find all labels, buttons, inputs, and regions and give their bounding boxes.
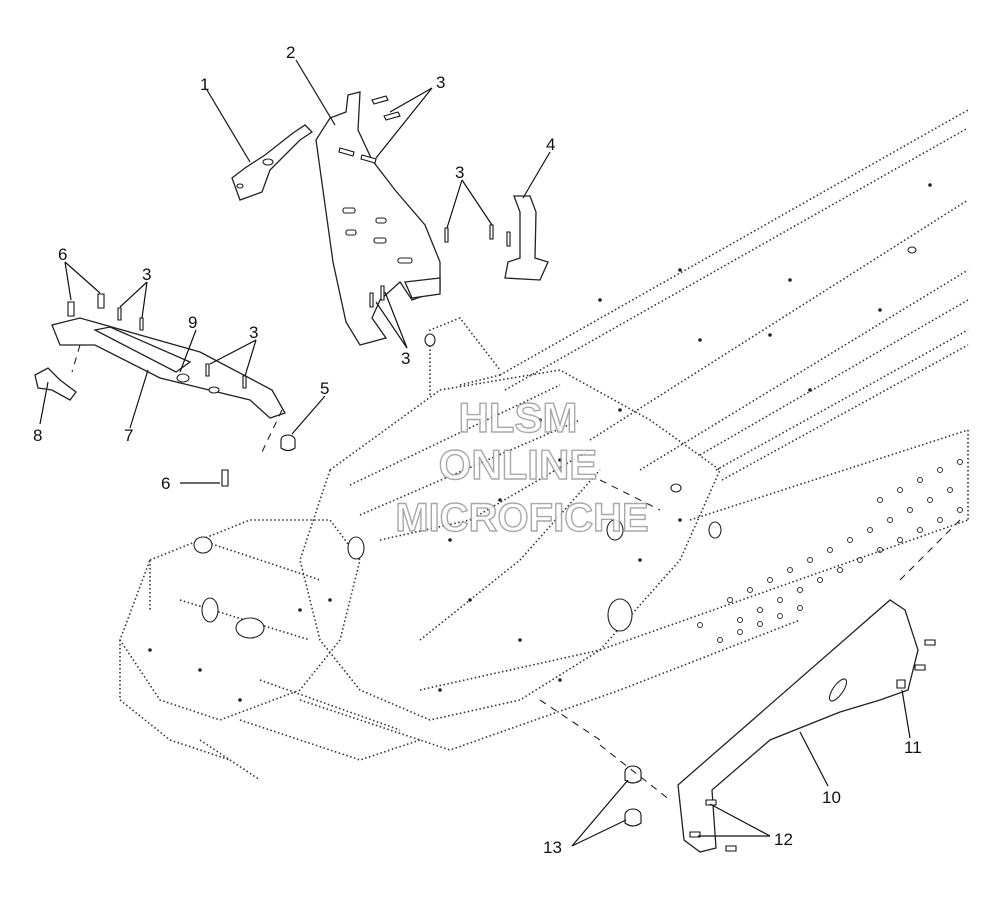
watermark-line-2: ONLINE [439, 441, 598, 488]
fasteners [67, 95, 936, 852]
callout-3-left: 3 [142, 265, 151, 284]
callout-3-right: 3 [249, 323, 258, 342]
part-10-side-bracket [677, 599, 919, 853]
watermark-line-3: MICROFICHE [395, 496, 648, 540]
watermark-line-1: HLSM [459, 394, 578, 441]
callout-2: 2 [286, 43, 295, 62]
callout-3-lower: 3 [401, 349, 410, 368]
leader-lines [39, 59, 911, 847]
part-8-clip [34, 367, 77, 401]
callout-1: 1 [200, 75, 209, 94]
part-4-bracket [504, 195, 549, 281]
part-2-mounting-plate [315, 91, 441, 346]
callout-11: 11 [904, 738, 922, 757]
watermark: HLSM ONLINE MICROFICHE [395, 393, 650, 540]
callout-labels: 1 2 3 4 3 3 6 3 9 3 5 8 7 6 11 10 12 13 [33, 43, 922, 857]
callout-3-top: 3 [436, 73, 445, 92]
callout-4: 4 [546, 135, 555, 154]
callout-13: 13 [543, 838, 562, 857]
callout-3-middle: 3 [455, 163, 464, 182]
part-7-rail [51, 317, 286, 419]
callout-9: 9 [188, 313, 197, 332]
callout-7: 7 [124, 426, 133, 445]
chassis-frame [119, 109, 969, 781]
callout-10: 10 [822, 788, 841, 807]
callout-6-bottom: 6 [161, 474, 170, 493]
callout-6-top: 6 [58, 245, 67, 264]
callout-5: 5 [320, 379, 329, 398]
alignment-lines [71, 344, 961, 801]
part-1-bracket [231, 124, 314, 201]
callout-8: 8 [33, 426, 42, 445]
callout-12: 12 [774, 830, 793, 849]
